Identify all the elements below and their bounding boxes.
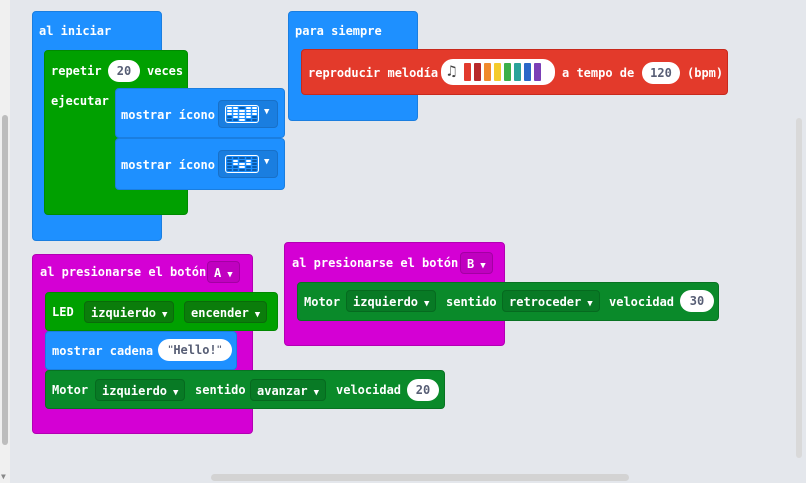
chevron-down-icon: ▼ bbox=[227, 270, 233, 280]
chevron-down-icon: ▼ bbox=[424, 299, 430, 309]
led-label: LED bbox=[52, 305, 74, 319]
button-a-dropdown[interactable]: A▼ bbox=[207, 261, 240, 283]
melody-picker[interactable]: ♫ bbox=[441, 59, 555, 85]
show-icon-label-2: mostrar ícono bbox=[121, 158, 215, 172]
forever-label: para siempre bbox=[295, 24, 382, 38]
motor-b-direction-value: retroceder bbox=[509, 295, 582, 309]
icon-picker-1[interactable]: ▼ bbox=[218, 100, 278, 128]
note-swatch bbox=[484, 63, 491, 81]
motor-a-side-dropdown[interactable]: izquierdo ▼ bbox=[95, 379, 186, 401]
play-melody-label: reproducir melodía bbox=[308, 66, 439, 80]
motor-b-direction-label: sentido bbox=[446, 295, 497, 309]
button-a-value: A bbox=[214, 266, 222, 280]
button-b-dropdown[interactable]: B▼ bbox=[460, 252, 493, 274]
small-heart-icon bbox=[225, 155, 259, 173]
tempo-label: a tempo de bbox=[562, 66, 635, 80]
on-start-label: al iniciar bbox=[39, 24, 112, 38]
icon-picker-2[interactable]: ▼ bbox=[218, 150, 278, 178]
repeat-label: repetir bbox=[51, 64, 102, 78]
show-icon-label-1: mostrar ícono bbox=[121, 108, 215, 122]
note-swatch bbox=[474, 63, 481, 81]
bpm-label: (bpm) bbox=[687, 66, 724, 80]
motor-b-speed-label: velocidad bbox=[609, 295, 675, 309]
button-b-label: al presionarse el botón bbox=[292, 256, 459, 270]
quote-open: " bbox=[167, 345, 174, 355]
heart-icon bbox=[225, 105, 259, 123]
workspace-vertical-scrollbar[interactable] bbox=[796, 118, 802, 458]
quote-close: " bbox=[216, 345, 223, 355]
note-swatch bbox=[504, 63, 511, 81]
motor-a-direction-value: avanzar bbox=[257, 384, 308, 398]
motor-a-speed-input[interactable]: 20 bbox=[407, 379, 439, 401]
motor-a-speed-label: velocidad bbox=[336, 383, 402, 397]
note-swatch bbox=[534, 63, 541, 81]
chevron-down-icon: ▼ bbox=[173, 388, 179, 398]
led-side-dropdown[interactable]: izquierdo ▼ bbox=[84, 301, 175, 323]
motor-a-direction-label: sentido bbox=[195, 383, 246, 397]
chevron-down-icon: ▼ bbox=[162, 310, 168, 320]
tempo-input[interactable]: 120 bbox=[642, 62, 680, 84]
chevron-down-icon: ▼ bbox=[480, 261, 486, 271]
show-icon-block-1[interactable] bbox=[115, 88, 285, 138]
show-string-label: mostrar cadena bbox=[52, 344, 154, 358]
vertical-scroll-thumb[interactable] bbox=[2, 115, 8, 445]
music-note-icon: ♫ bbox=[447, 62, 457, 80]
chevron-down-icon: ▼ bbox=[264, 157, 270, 167]
times-label: veces bbox=[147, 64, 184, 78]
horizontal-scrollbar[interactable] bbox=[211, 474, 629, 481]
led-state-value: encender bbox=[191, 306, 249, 320]
note-swatch bbox=[514, 63, 521, 81]
repeat-count-input[interactable]: 20 bbox=[108, 60, 140, 82]
note-swatch bbox=[464, 63, 471, 81]
show-string-input[interactable]: "Hello!" bbox=[158, 339, 232, 361]
led-state-dropdown[interactable]: encender ▼ bbox=[184, 301, 268, 323]
chevron-down-icon: ▼ bbox=[313, 388, 319, 398]
button-b-value: B bbox=[467, 257, 475, 271]
chevron-down-icon: ▼ bbox=[587, 299, 593, 309]
button-a-label: al presionarse el botón bbox=[40, 265, 207, 279]
motor-b-label: Motor bbox=[304, 295, 341, 309]
motor-b-direction-dropdown[interactable]: retroceder ▼ bbox=[502, 290, 600, 312]
led-side-value: izquierdo bbox=[91, 306, 157, 320]
chevron-down-icon: ▼ bbox=[264, 107, 270, 117]
motor-a-direction-dropdown[interactable]: avanzar ▼ bbox=[250, 379, 326, 401]
show-string-value: Hello! bbox=[173, 343, 217, 357]
motor-b-speed-input[interactable]: 30 bbox=[680, 290, 714, 312]
motor-a-side-value: izquierdo bbox=[102, 384, 168, 398]
motor-b-side-dropdown[interactable]: izquierdo ▼ bbox=[346, 290, 437, 312]
chevron-down-icon: ▼ bbox=[254, 310, 261, 320]
note-swatch bbox=[494, 63, 501, 81]
motor-a-label: Motor bbox=[52, 383, 89, 397]
do-label: ejecutar bbox=[51, 94, 109, 108]
vertical-scrollbar[interactable]: ▼ bbox=[0, 0, 10, 483]
note-swatch bbox=[524, 63, 531, 81]
scroll-down-arrow-icon[interactable]: ▼ bbox=[1, 472, 6, 481]
motor-b-side-value: izquierdo bbox=[353, 295, 419, 309]
